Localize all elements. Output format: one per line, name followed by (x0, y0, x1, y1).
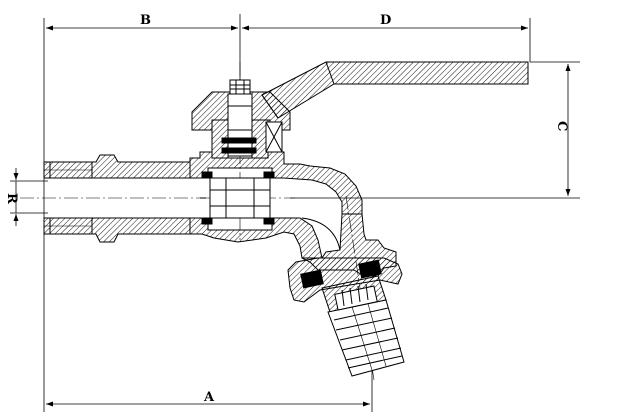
dimension-labels: B D A C R (4, 13, 569, 405)
label-d: D (380, 13, 391, 28)
o-ring-lower (221, 147, 257, 154)
stem-nut (229, 79, 251, 95)
valve-body (189, 151, 363, 259)
o-ring-upper (221, 137, 257, 144)
lever-arm (261, 61, 529, 119)
hose-nozzle (287, 257, 405, 377)
ball (209, 177, 271, 219)
label-b: B (140, 13, 151, 28)
handle-hub (191, 79, 291, 159)
label-c: C (554, 121, 569, 131)
hose-tail (327, 299, 405, 377)
stem (227, 93, 253, 157)
inlet-pipe (43, 154, 200, 243)
label-r: R (4, 193, 19, 204)
handle-lever (261, 61, 529, 119)
dimension-lines (10, 14, 580, 412)
inlet-wall-bottom (43, 217, 191, 243)
inlet-wall-top (43, 154, 191, 179)
label-a: A (203, 390, 215, 405)
